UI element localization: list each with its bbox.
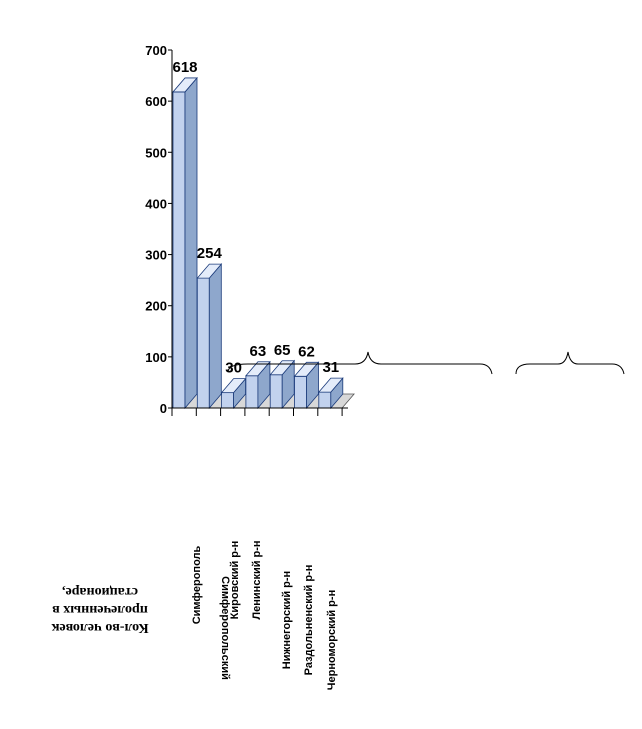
bar-side xyxy=(208,263,222,410)
y-tick-label: 500 xyxy=(145,145,167,160)
bar xyxy=(196,263,223,410)
y-tick-label: 700 xyxy=(145,43,167,58)
bar xyxy=(269,359,296,410)
bar-top xyxy=(293,361,320,377)
category-label: Ленинский р-н xyxy=(251,540,263,619)
legend-line-1: Кол-во человек xyxy=(50,620,148,635)
y-tick-label: 0 xyxy=(160,401,167,416)
y-tick-label: 200 xyxy=(145,299,167,314)
data-label: 30 xyxy=(225,360,242,377)
legend-line-3: стационаре, xyxy=(62,584,138,599)
bar xyxy=(172,76,198,410)
category-label: Нижнегорский р-н xyxy=(281,571,293,669)
y-tick-label: 400 xyxy=(145,196,167,211)
bar-top xyxy=(245,361,271,377)
category-label: Черноморский р-н xyxy=(326,590,338,690)
category-label: Симферопольский xyxy=(219,576,231,680)
legend-line-2: пролеченных в xyxy=(52,602,148,617)
bar-front xyxy=(221,392,235,409)
bar-front xyxy=(318,391,332,409)
category-label: Раздольненский р-н xyxy=(303,565,315,676)
bar-side xyxy=(184,76,198,410)
bar-front xyxy=(172,91,186,409)
data-label: 65 xyxy=(274,342,291,359)
bar xyxy=(293,361,320,410)
data-label: 31 xyxy=(322,359,339,376)
category-label: Симферополь xyxy=(191,545,203,624)
bar xyxy=(317,377,344,410)
bar-top xyxy=(317,377,344,393)
data-label: 62 xyxy=(298,343,315,360)
y-tick-label: 300 xyxy=(145,248,167,263)
brace-right xyxy=(515,351,625,375)
data-label: 618 xyxy=(172,59,197,76)
data-label: 254 xyxy=(197,245,223,262)
bar-front xyxy=(269,374,283,409)
y-tick-label: 100 xyxy=(145,350,167,365)
bar-top xyxy=(172,77,198,93)
bar-front xyxy=(294,375,307,409)
bar-top xyxy=(196,263,223,279)
y-tick-label: 600 xyxy=(145,94,167,109)
bar-front xyxy=(245,375,259,409)
brace-left xyxy=(227,351,493,375)
category-label: Кировский р-н xyxy=(229,541,241,620)
bar-front xyxy=(196,277,210,409)
data-label: 63 xyxy=(250,343,267,360)
legend: Кол-во человек пролеченных в стационаре, xyxy=(50,584,148,635)
